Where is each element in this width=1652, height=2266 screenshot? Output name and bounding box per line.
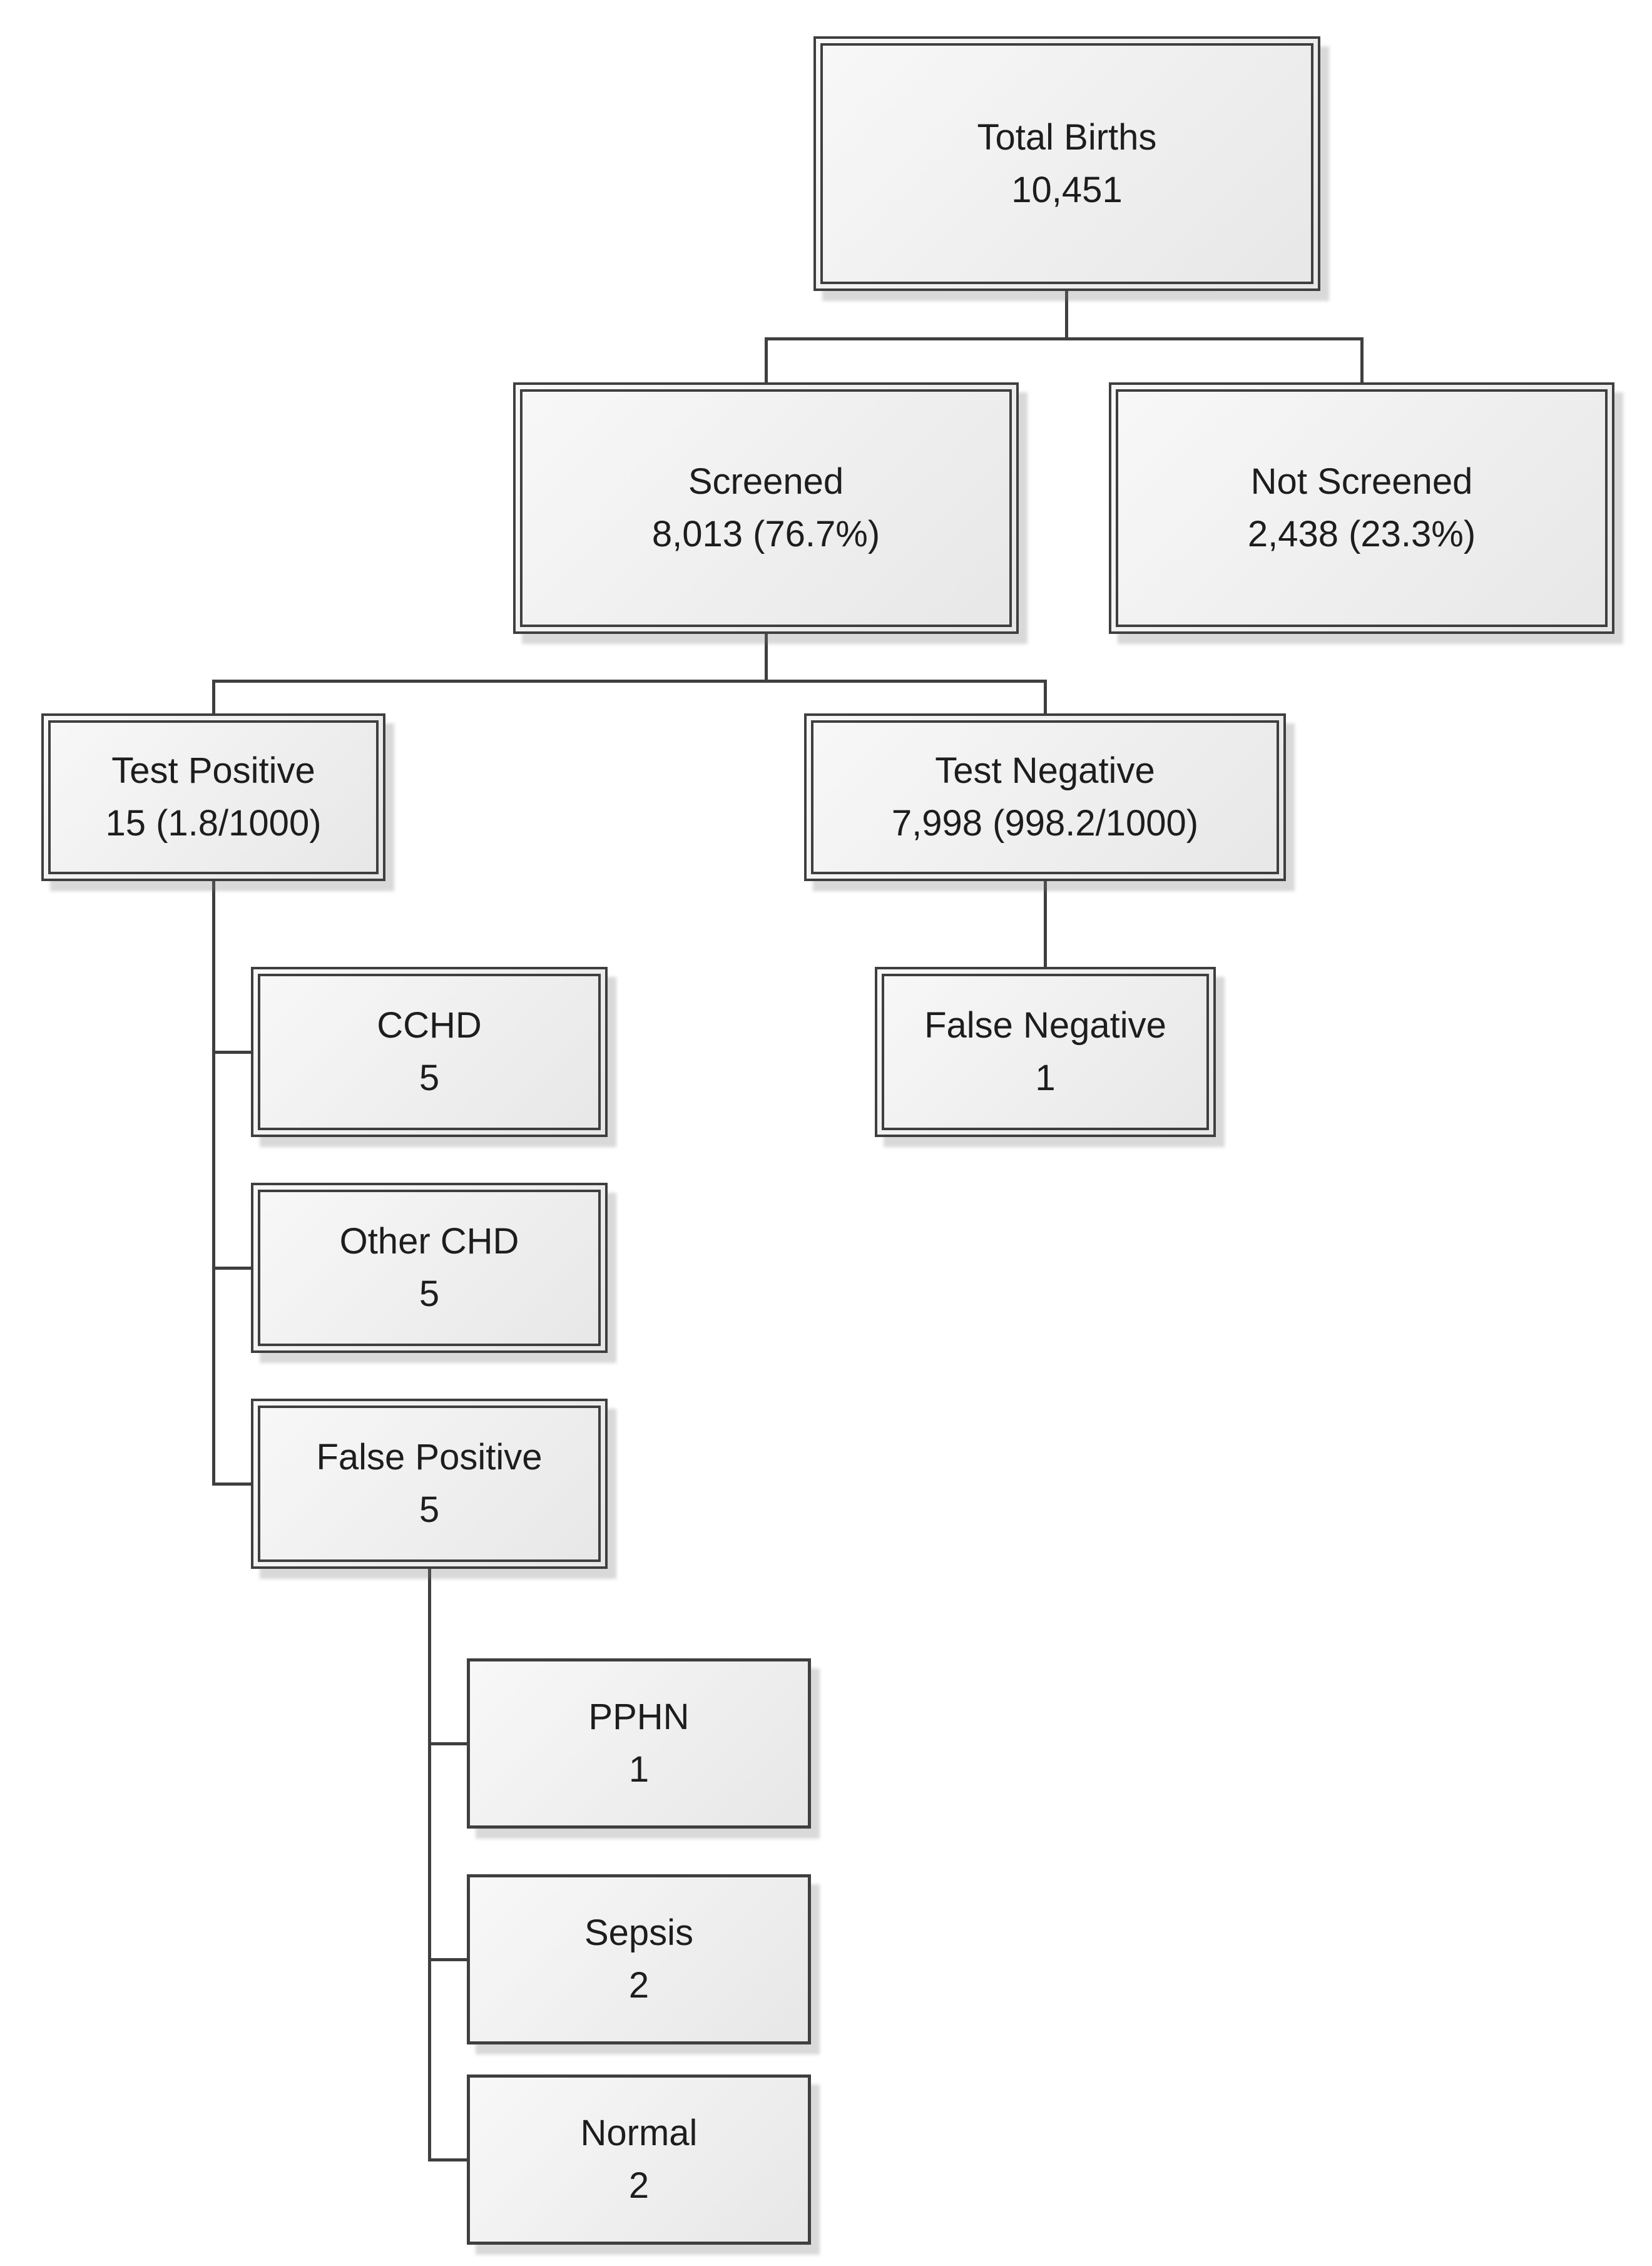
node-label: Sepsis xyxy=(584,1912,694,1953)
node-value: 15 (1.8/1000) xyxy=(105,803,322,844)
connector-branch-pphn xyxy=(428,1742,468,1745)
connector-branch-cchd xyxy=(212,1051,252,1054)
node-false-positive: False Positive 5 xyxy=(251,1399,608,1569)
connector-not-screened-drop xyxy=(1360,337,1364,384)
node-value: 5 xyxy=(419,1058,440,1098)
connector-test-positive-trunk xyxy=(212,881,215,1486)
connector-test-positive-drop xyxy=(212,680,215,715)
node-label: Test Positive xyxy=(111,750,315,791)
node-value: 5 xyxy=(419,1489,440,1530)
connector-branch-sepsis xyxy=(428,1958,468,1961)
node-label: Other CHD xyxy=(339,1221,519,1262)
connector-test-negative-to-false-negative xyxy=(1044,881,1047,968)
connector-level2-crossbar xyxy=(765,337,1364,340)
node-label: Not Screened xyxy=(1250,461,1473,502)
connector-false-positive-trunk xyxy=(428,1569,431,2161)
node-value: 2,438 (23.3%) xyxy=(1247,514,1476,554)
node-not-screened: Not Screened 2,438 (23.3%) xyxy=(1109,382,1614,634)
node-other-chd: Other CHD 5 xyxy=(251,1183,608,1353)
connector-branch-normal xyxy=(428,2158,468,2161)
node-screened: Screened 8,013 (76.7%) xyxy=(513,382,1019,634)
node-label: False Positive xyxy=(316,1437,543,1477)
node-normal: Normal 2 xyxy=(467,2075,811,2245)
node-value: 2 xyxy=(628,1965,650,2006)
node-value: 8,013 (76.7%) xyxy=(651,514,880,554)
node-label: Test Negative xyxy=(935,750,1155,791)
node-pphn: PPHN 1 xyxy=(467,1658,811,1829)
node-test-negative: Test Negative 7,998 (998.2/1000) xyxy=(804,713,1286,881)
node-label: CCHD xyxy=(377,1005,482,1046)
node-value: 10,451 xyxy=(1011,169,1123,210)
connector-branch-false-positive xyxy=(212,1483,252,1486)
node-value: 1 xyxy=(628,1749,650,1790)
connector-test-negative-drop xyxy=(1044,680,1047,715)
node-value: 1 xyxy=(1035,1058,1056,1098)
connector-screened-drop xyxy=(765,337,768,384)
node-label: Total Births xyxy=(977,116,1157,158)
node-label: Screened xyxy=(688,461,844,502)
node-label: PPHN xyxy=(588,1697,690,1737)
node-label: Normal xyxy=(580,2113,698,2153)
node-value: 5 xyxy=(419,1273,440,1314)
connector-level3-crossbar xyxy=(212,680,1047,683)
node-cchd: CCHD 5 xyxy=(251,967,608,1137)
node-test-positive: Test Positive 15 (1.8/1000) xyxy=(41,713,385,881)
node-value: 7,998 (998.2/1000) xyxy=(891,803,1199,844)
node-label: False Negative xyxy=(924,1005,1166,1046)
node-sepsis: Sepsis 2 xyxy=(467,1874,811,2044)
connector-screened-stem xyxy=(765,634,768,683)
connector-total-births-stem xyxy=(1065,291,1068,340)
node-false-negative: False Negative 1 xyxy=(875,967,1216,1137)
connector-branch-other-chd xyxy=(212,1267,252,1270)
node-total-births: Total Births 10,451 xyxy=(813,36,1320,291)
node-value: 2 xyxy=(628,2165,650,2206)
